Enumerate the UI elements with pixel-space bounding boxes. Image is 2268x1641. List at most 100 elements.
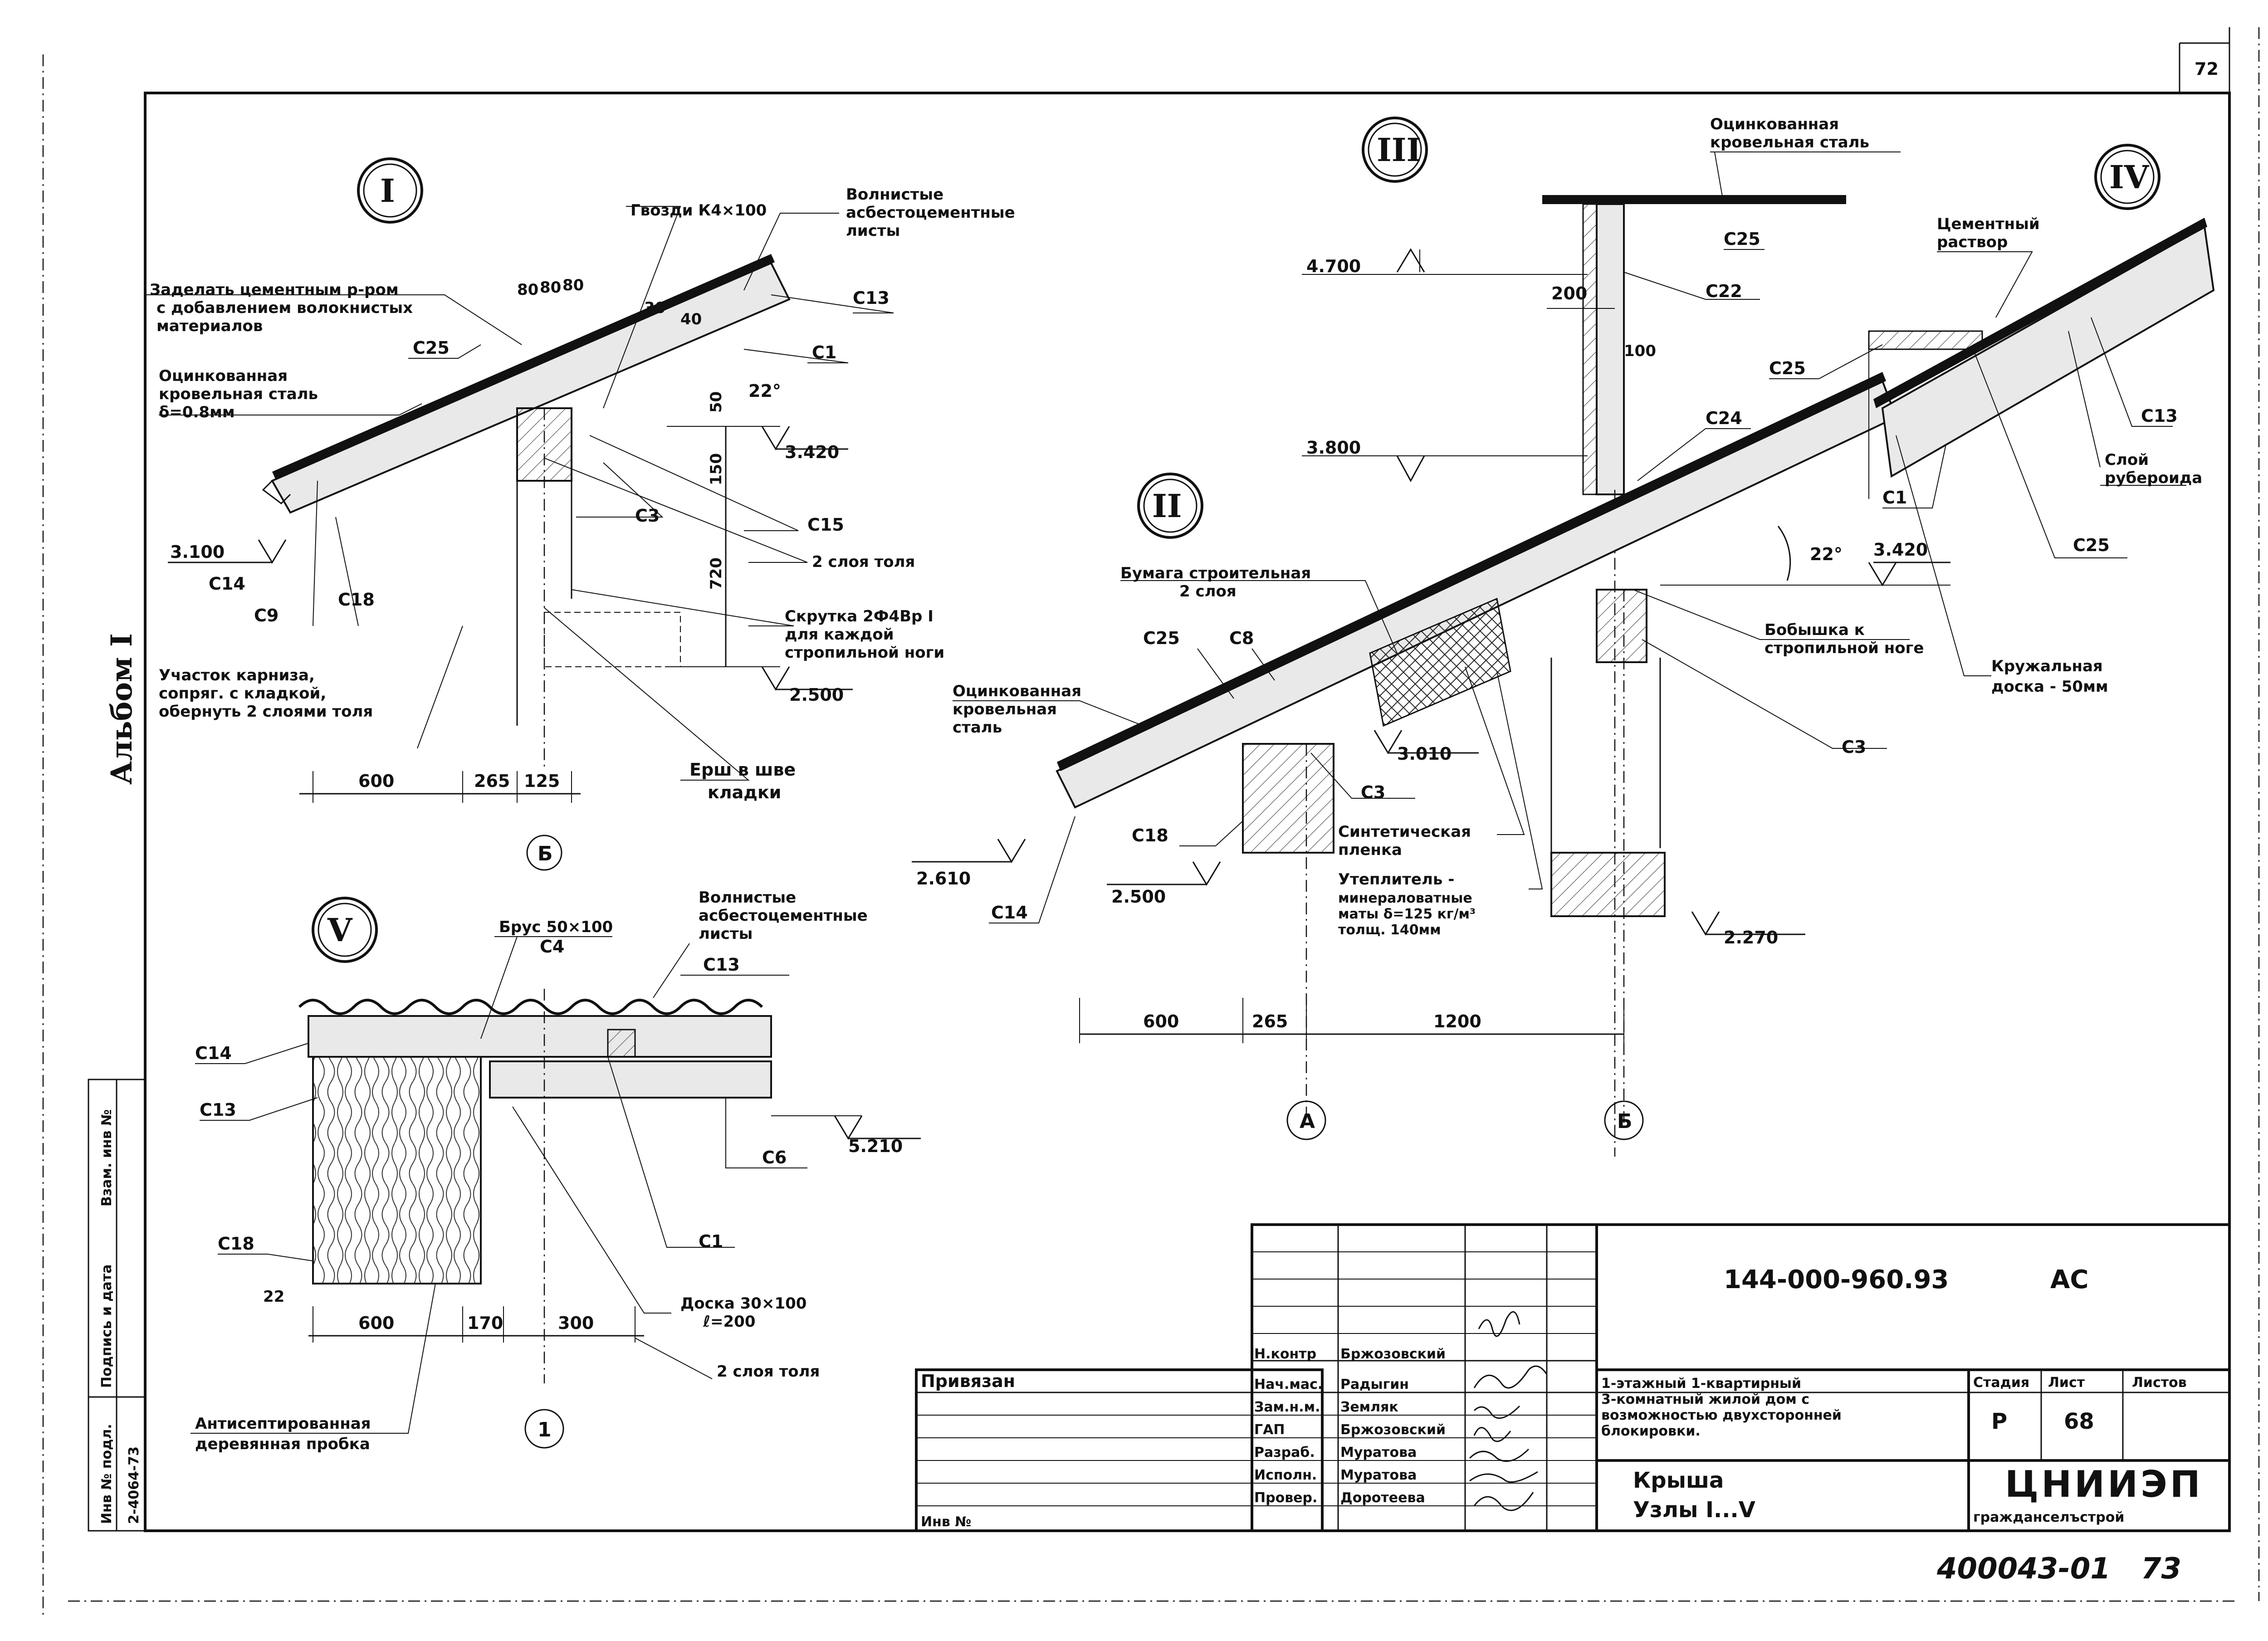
node-5-asbestos-2: асбестоцементные xyxy=(699,907,868,925)
node-5-dim-22: 22 xyxy=(263,1288,284,1306)
axis-b-label-2: Б xyxy=(1617,1110,1633,1133)
node-3-lower: 22° Бобышка к стропильной ноге С3 xyxy=(1633,526,1924,757)
node-3-c22: С22 xyxy=(1706,281,1742,301)
name-1: Радыгин xyxy=(1340,1377,1409,1392)
node-1-dim-600: 600 xyxy=(358,771,394,791)
node-1-dim-720: 720 xyxy=(707,557,725,590)
node-2-c3: С3 xyxy=(1361,782,1385,802)
project-line-4: блокировки. xyxy=(1601,1423,1701,1439)
signatures xyxy=(1469,1311,1548,1511)
node-5-board-2: ℓ=200 xyxy=(703,1313,756,1331)
node-1-steel-label-2: кровельная сталь xyxy=(159,385,318,403)
node-1-twist-3: стропильной ноги xyxy=(785,644,944,662)
node-5-board xyxy=(489,1060,772,1099)
node-4-c13: С13 xyxy=(2141,406,2178,426)
name-2: Земляк xyxy=(1340,1399,1398,1415)
col-sheet: Лист xyxy=(2048,1375,2085,1391)
node-1-level-3100: 3.100 xyxy=(170,542,225,562)
node-2-dim-265: 265 xyxy=(1252,1011,1288,1031)
node-3-steel-2: кровельная сталь xyxy=(1710,133,1869,151)
node-1-cornice-1: Участок карниза, xyxy=(159,666,315,684)
stamp-number: 2-4064-73 xyxy=(126,1446,142,1524)
node-2-wall-right xyxy=(1596,589,1647,663)
axis-1-label: 1 xyxy=(538,1418,552,1441)
album-label: Альбом I xyxy=(105,633,139,785)
node-2-plinth xyxy=(1550,852,1666,917)
node-3-post xyxy=(1596,203,1625,495)
node-5-level-5210: 5.210 xyxy=(848,1136,903,1156)
node-1-steel-label-3: δ=0.8мм xyxy=(159,403,235,421)
node-5-antiseptic-2: деревянная пробка xyxy=(195,1435,370,1453)
node-1-dim-80b: 80 xyxy=(540,278,561,297)
role-6: Провер. xyxy=(1254,1490,1317,1506)
node-2-paper-2: 2 слоя xyxy=(1179,582,1237,601)
node-1-ruff-2: кладки xyxy=(708,782,781,802)
node-5-dim-600: 600 xyxy=(358,1313,394,1333)
node-1-seal-label-2: с добавлением волокнистых xyxy=(156,299,413,317)
node-4-mortar-2: раствор xyxy=(1937,233,2008,251)
node-1-ring-inner xyxy=(363,163,417,218)
node-2-marker: II xyxy=(1152,487,1182,525)
node-1-dim-125: 125 xyxy=(524,771,560,791)
node-3-c3: С3 xyxy=(1842,737,1866,757)
node-2-level-2610: 2.610 xyxy=(916,869,971,889)
node-2-dim-1200: 1200 xyxy=(1433,1011,1481,1031)
node-4-mortar xyxy=(1868,330,1983,350)
node-1-marker: I xyxy=(380,172,395,210)
node-1-ruff-1: Ерш в шве xyxy=(689,760,796,780)
axis-a-label: А xyxy=(1300,1110,1315,1133)
node-4-c1: С1 xyxy=(1882,488,1907,508)
node-4-ruberoid-1: Слой xyxy=(2105,451,2149,469)
node-5-c13: С13 xyxy=(703,955,740,975)
node-1-c18: С18 xyxy=(338,590,375,610)
node-1-c13: С13 xyxy=(853,288,890,308)
node-1-dim-80c: 80 xyxy=(562,276,584,294)
name-3: Бржозовский xyxy=(1340,1422,1446,1438)
node-2-level-2500: 2.500 xyxy=(1111,887,1166,907)
node-5-c4: С4 xyxy=(540,937,564,957)
node-5-beam-label: Брус 50×100 xyxy=(499,918,613,936)
bound-label: Привязан xyxy=(921,1371,1015,1391)
node-1-dim-30: 30 xyxy=(644,299,665,317)
node-2-insul-1: Утеплитель - xyxy=(1338,870,1454,889)
node-1-c25: С25 xyxy=(413,338,450,358)
node-3-c24: С24 xyxy=(1706,408,1742,428)
node-1-angle: 22° xyxy=(748,381,781,401)
node-3-dim-100: 100 xyxy=(1624,342,1656,360)
axis-b-bubble-2 xyxy=(1604,1100,1644,1140)
node-1-sheathing xyxy=(272,254,775,480)
node-5: V Брус 50×100 С4 Волнистые асбестоцемент… xyxy=(191,889,921,1453)
node-1-felt: 2 слоя толя xyxy=(812,553,915,571)
node-5-c13b: С13 xyxy=(200,1100,236,1120)
name-0: Бржозовский xyxy=(1340,1346,1446,1362)
stamp-replace-label: Взам. инв № xyxy=(99,1109,115,1206)
node-3-steel-1: Оцинкованная xyxy=(1710,115,1839,133)
node-4-c25b: С25 xyxy=(2073,535,2110,555)
node-5-c1: С1 xyxy=(699,1231,723,1251)
title-block: 144-000-960.93 АС Привязан Инв № Н.контр… xyxy=(915,1223,2231,1532)
node-5-marker: V xyxy=(327,911,353,949)
project-line-2: 3-комнатный жилой дом с xyxy=(1601,1392,1809,1407)
node-2-level-3010: 3.010 xyxy=(1397,744,1452,764)
node-4-ruberoid-2: рубероида xyxy=(2105,469,2202,487)
node-5-corrugated-sheet xyxy=(298,999,763,1015)
role-1: Нач.мас. xyxy=(1254,1377,1323,1392)
node-3-flashing xyxy=(1542,195,1846,204)
axis-b-label-1: Б xyxy=(538,842,553,865)
project-line-1: 1-этажный 1-квартирный xyxy=(1601,1376,1801,1392)
project-line-3: возможностью двухсторонней xyxy=(1601,1407,1842,1423)
inv-label: Инв № xyxy=(921,1514,971,1530)
node-3-boss-2: стропильной ноге xyxy=(1765,639,1924,657)
node-1-twist-1: Скрутка 2Ф4Вр I xyxy=(785,607,934,625)
node-5-wood-plug xyxy=(312,1056,482,1284)
node-4-level-3420: 3.420 xyxy=(1873,540,1928,560)
node-2-steel-1: Оцинкованная xyxy=(953,682,1081,700)
node-5-board-1: Доска 30×100 xyxy=(680,1294,807,1313)
bottom-code: 400043-01 xyxy=(1936,1552,2111,1586)
node-2-insulation xyxy=(1369,597,1511,727)
node-4-mortar-1: Цементный xyxy=(1937,215,2040,233)
node-1-c1: С1 xyxy=(812,342,836,362)
node-1-steel-label-1: Оцинкованная xyxy=(159,367,288,385)
sheet-title-2: Узлы I...V xyxy=(1633,1497,1755,1523)
node-5-c6: С6 xyxy=(762,1148,787,1167)
